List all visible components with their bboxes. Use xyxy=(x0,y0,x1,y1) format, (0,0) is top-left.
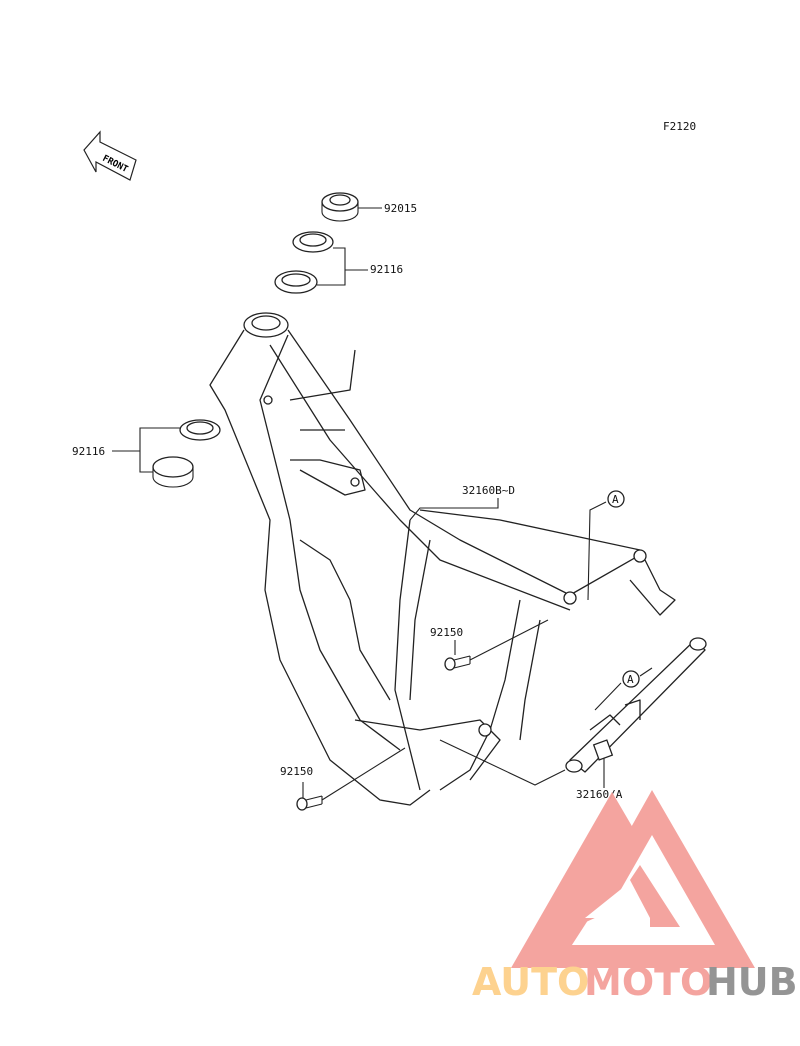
reference-mark-a-lower xyxy=(622,670,640,688)
part-92150-bolt-upper[interactable] xyxy=(444,655,471,671)
diagram-code: F2120 xyxy=(663,120,696,133)
part-label-32160b-d: 32160B~D xyxy=(462,484,515,497)
part-32160a-subframe[interactable] xyxy=(565,637,707,773)
part-92015-nut[interactable] xyxy=(321,192,359,222)
part-label-92116-upper: 92116 xyxy=(370,263,403,276)
automotohub-watermark-logo: AUTO MOTO HUB xyxy=(472,790,798,1004)
reference-mark-a-upper xyxy=(607,490,625,508)
front-arrow-icon: FRONT xyxy=(83,130,137,181)
reference-mark-a-upper-label: A xyxy=(612,493,619,506)
part-label-92015: 92015 xyxy=(384,202,417,215)
watermark-text-moto: MOTO xyxy=(584,960,712,1004)
part-92150-bolt-lower[interactable] xyxy=(296,795,323,811)
part-92116-race-upper[interactable] xyxy=(274,231,334,294)
watermark-text-auto: AUTO xyxy=(472,960,589,1004)
watermark-text-hub: HUB xyxy=(706,960,798,1004)
part-92116-race-lower[interactable] xyxy=(152,419,221,488)
part-label-92150-upper: 92150 xyxy=(430,626,463,639)
frame-32160[interactable] xyxy=(209,312,676,806)
reference-mark-a-lower-label: A xyxy=(627,673,634,686)
part-label-92116-lower: 92116 xyxy=(72,445,105,458)
part-label-92150-lower: 92150 xyxy=(280,765,313,778)
